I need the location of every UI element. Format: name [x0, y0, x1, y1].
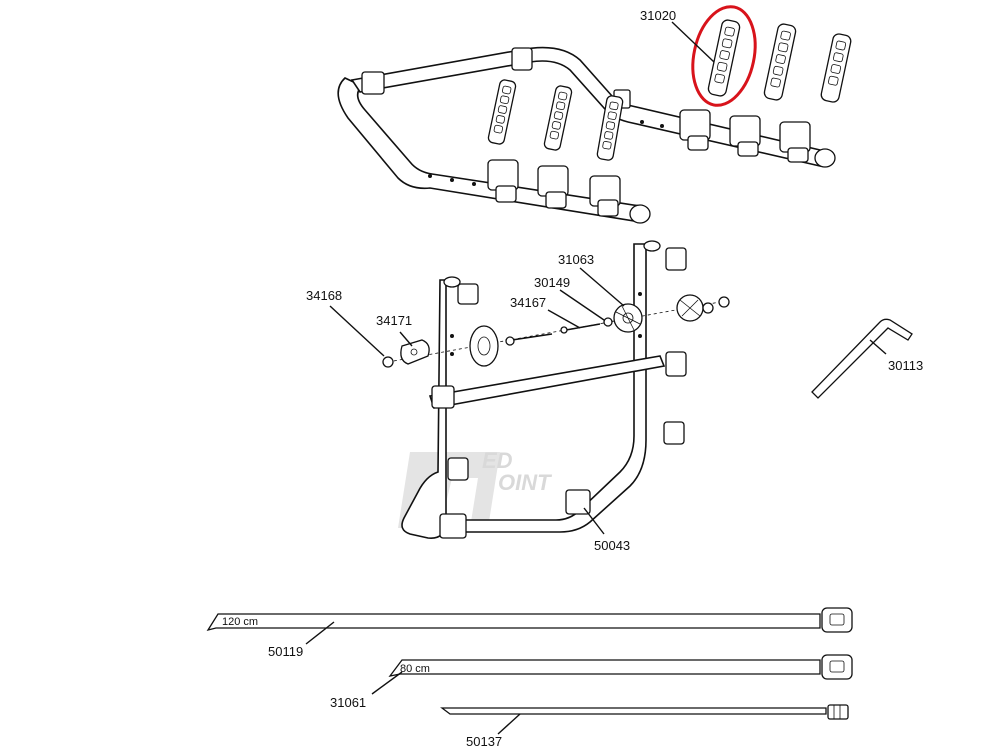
ratchet-strap-b — [543, 85, 573, 151]
main-frame — [401, 240, 687, 539]
ratchet-strap-c — [596, 95, 624, 161]
hex-key-30113: 30113 — [811, 318, 923, 399]
washer-30149 — [603, 317, 613, 327]
label-31063: 31063 — [558, 252, 594, 267]
cradle-upper-1 — [679, 109, 711, 151]
cradle-upper-2 — [729, 115, 761, 157]
long-bolt — [505, 333, 553, 346]
label-30149: 30149 — [534, 275, 570, 290]
label-34171: 34171 — [376, 313, 412, 328]
cradle-lower-3 — [589, 175, 621, 217]
knob-34171 — [400, 339, 430, 365]
label-34168: 34168 — [306, 288, 342, 303]
strap-50137: 50137 — [440, 704, 849, 749]
strap-50119: 120 cm 50119 — [206, 607, 853, 659]
cone-washer — [469, 325, 499, 367]
strap-length-80: 80 cm — [400, 663, 430, 675]
frame-holes — [428, 120, 664, 186]
label-31061: 31061 — [330, 695, 366, 710]
nut-right — [718, 296, 730, 308]
label-50137: 50137 — [466, 734, 502, 749]
ratchet-strap-f — [820, 33, 852, 103]
label-50043: 50043 — [594, 538, 630, 553]
cradle-upper-3 — [779, 121, 811, 163]
label-50119: 50119 — [268, 644, 303, 659]
ratchet-strap-e — [763, 23, 797, 101]
strap-length-120: 120 cm — [222, 616, 258, 628]
highlight-ring — [691, 5, 757, 107]
strap-31061: 80 cm 31061 — [330, 654, 853, 710]
hinge-hardware: 34168 34171 31063 30149 34167 — [306, 252, 730, 368]
bolt-34167 — [560, 323, 601, 334]
cradle-lower-2 — [537, 165, 569, 209]
knob-right — [676, 294, 714, 322]
cradle-lower-1 — [487, 159, 519, 203]
watermark-text-bottom: OINT — [498, 470, 552, 495]
ratchet-strap-a — [487, 79, 517, 145]
disc-31063 — [613, 303, 643, 333]
watermark-text-top: ED — [482, 448, 513, 473]
ratchet-strap-d — [707, 19, 741, 97]
nut-34168 — [382, 356, 394, 368]
upper-arm-assembly: 31020 — [337, 5, 852, 224]
label-34167: 34167 — [510, 295, 546, 310]
label-30113: 30113 — [888, 358, 923, 373]
label-31020: 31020 — [640, 8, 676, 23]
